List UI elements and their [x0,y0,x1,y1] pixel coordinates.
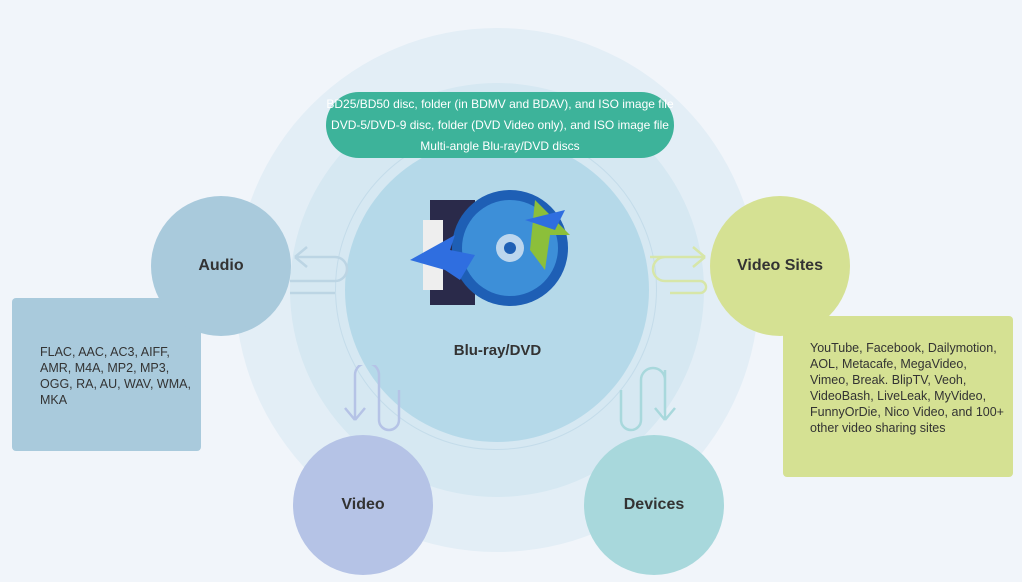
bluray-dvd-icon [410,190,570,306]
arrow-to-devices-icon [619,366,676,432]
audio-formats: FLAC, AAC, AC3, AIFF, AMR, M4A, MP2, MP3… [40,345,191,407]
video-node[interactable]: Video [293,435,433,575]
video-sites-label: Video Sites [737,257,823,274]
format-line: BD25/BD50 disc, folder (in BDMV and BDAV… [326,97,674,111]
devices-label: Devices [623,496,685,513]
format-line: Multi-angle Blu-ray/DVD discs [420,139,580,153]
center-label: Blu-ray/DVD [453,342,542,359]
audio-formats-box: FLAC, AAC, AC3, AIFF, AMR, M4A, MP2, MP3… [12,298,201,451]
arrow-to-video-icon [344,365,401,432]
format-line: DVD-5/DVD-9 disc, folder (DVD Video only… [331,118,669,132]
arrow-to-audio-icon [290,246,349,295]
audio-label: Audio [198,257,244,274]
video-label: Video [341,496,385,513]
video-sites-formats-box: YouTube, Facebook, Dailymotion, AOL, Met… [783,316,1013,477]
video-sites-formats: YouTube, Facebook, Dailymotion, AOL, Met… [810,341,1004,435]
arrow-to-sites-icon [650,246,708,295]
center-formats-pill: BD25/BD50 disc, folder (in BDMV and BDAV… [326,92,674,158]
audio-node[interactable]: Audio [151,196,291,336]
devices-node[interactable]: Devices [584,435,724,575]
video-sites-node[interactable]: Video Sites [710,196,850,336]
